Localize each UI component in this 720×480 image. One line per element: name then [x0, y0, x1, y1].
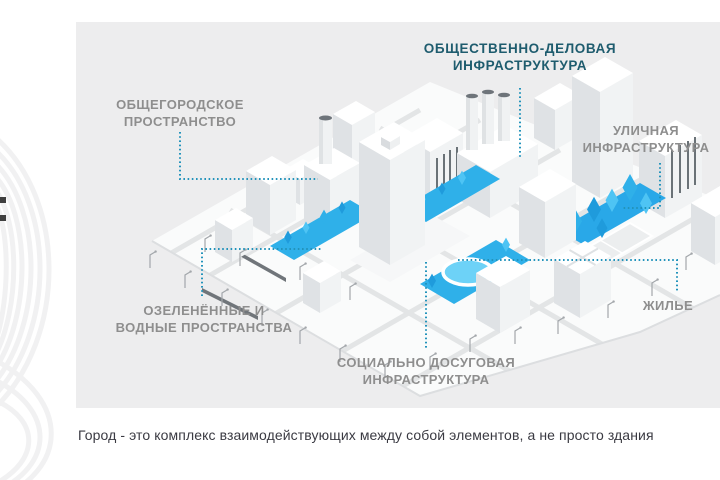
- smokestack-icon: [319, 115, 332, 164]
- city-buildings-front: [359, 122, 576, 265]
- caption: Город - это комплекс взаимодействующих м…: [78, 427, 654, 443]
- green-water-areas: [270, 165, 500, 260]
- label-line: ОЗЕЛЕНЁННЫЕ И: [143, 303, 265, 318]
- connector-housing: [458, 259, 678, 293]
- label-line: ПРОСТРАНСТВО: [123, 114, 237, 129]
- connectors: [179, 88, 678, 350]
- label-social-leisure-infrastructure: СОЦИАЛЬНО ДОСУГОВАЯ ИНФРАСТРУКТУРА: [326, 354, 526, 388]
- label-line: СОЦИАЛЬНО ДОСУГОВАЯ: [336, 355, 516, 370]
- label-street-infrastructure: УЛИЧНАЯ ИНФРАСТРУКТУРА: [572, 122, 720, 156]
- label-line: ОБЩЕГОРОДСКОЕ: [116, 97, 244, 112]
- connector-citywide: [179, 132, 318, 180]
- left-edge-marks: [0, 197, 6, 221]
- factory-chimneys-icon: [466, 89, 510, 150]
- label-housing: ЖИЛЬЕ: [620, 297, 716, 314]
- label-public-business-infrastructure: ОБЩЕСТВЕННО-ДЕЛОВАЯ ИНФРАСТРУКТУРА: [395, 40, 645, 74]
- connector-green-water: [201, 248, 322, 296]
- wave-decoration: [0, 138, 54, 480]
- label-line: УЛИЧНАЯ: [612, 123, 680, 138]
- label-line: ИНФРАСТРУКТУРА: [362, 372, 490, 387]
- label-line: ЖИЛЬЕ: [642, 298, 694, 313]
- label-citywide-space: ОБЩЕГОРОДСКОЕ ПРОСТРАНСТВО: [80, 96, 280, 130]
- label-line: ВОДНЫЕ ПРОСТРАНСТВА: [115, 320, 293, 335]
- city-buildings-foreground: [303, 241, 611, 333]
- label-line: ИНФРАСТРУКТУРА: [582, 140, 710, 155]
- street-trees-cluster: [558, 174, 666, 245]
- label-green-water-spaces: ОЗЕЛЕНЁННЫЕ И ВОДНЫЕ ПРОСТРАНСТВА: [104, 302, 304, 336]
- label-line: ОБЩЕСТВЕННО-ДЕЛОВАЯ: [423, 41, 617, 56]
- label-line: ИНФРАСТРУКТУРА: [452, 58, 588, 73]
